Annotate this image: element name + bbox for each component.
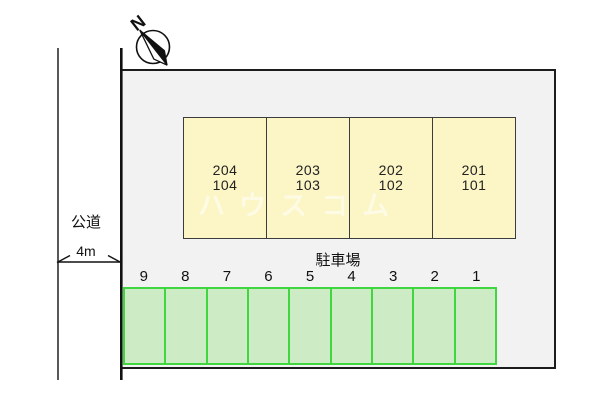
parking-stall — [412, 289, 453, 363]
unit-cell-202-102: 202 102 — [349, 118, 432, 238]
north-compass: N — [127, 11, 171, 66]
parking-space-number: 9 — [139, 268, 148, 285]
parking-space-number: 7 — [222, 268, 232, 285]
unit-lower-label: 101 — [461, 177, 487, 193]
road-label: 公道 — [70, 214, 101, 231]
parking-stall — [453, 289, 495, 363]
parking-stall — [288, 289, 329, 363]
unit-upper-label: 202 — [378, 161, 404, 178]
compass-circle — [135, 29, 171, 65]
parking-space-number: 3 — [388, 268, 398, 285]
unit-cell-204-104: 204 104 — [184, 118, 266, 238]
building-outline: 204 104 203 103 202 102 201 101 — [183, 117, 516, 239]
parking-lot — [123, 287, 497, 365]
parking-stall — [246, 289, 288, 363]
parking-stall — [370, 289, 412, 363]
unit-upper-label: 203 — [295, 161, 321, 178]
parking-space-number: 6 — [264, 268, 273, 285]
unit-lower-label: 102 — [378, 177, 404, 193]
parking-space-number: 2 — [430, 268, 439, 285]
unit-lower-label: 103 — [295, 177, 321, 193]
parking-space-number: 8 — [181, 268, 190, 285]
road-width-label: 4m — [76, 243, 96, 259]
parking-stall — [164, 289, 205, 363]
unit-cell-201-101: 201 101 — [432, 118, 515, 238]
parking-stall — [205, 289, 247, 363]
parking-stall — [125, 289, 164, 363]
unit-cell-203-103: 203 103 — [266, 118, 349, 238]
parking-space-number: 4 — [347, 268, 356, 285]
parking-space-number: 5 — [305, 268, 315, 285]
parking-space-numbers: 9 8 7 6 5 4 3 2 1 — [123, 268, 497, 285]
parking-space-number: 1 — [472, 268, 481, 285]
parking-stall — [329, 289, 371, 363]
north-label: N — [127, 11, 150, 35]
parking-area-label: 駐車場 — [315, 252, 361, 269]
unit-lower-label: 104 — [212, 177, 238, 193]
unit-upper-label: 204 — [212, 161, 238, 178]
unit-upper-label: 201 — [461, 161, 487, 178]
compass-needle-icon — [139, 29, 168, 66]
